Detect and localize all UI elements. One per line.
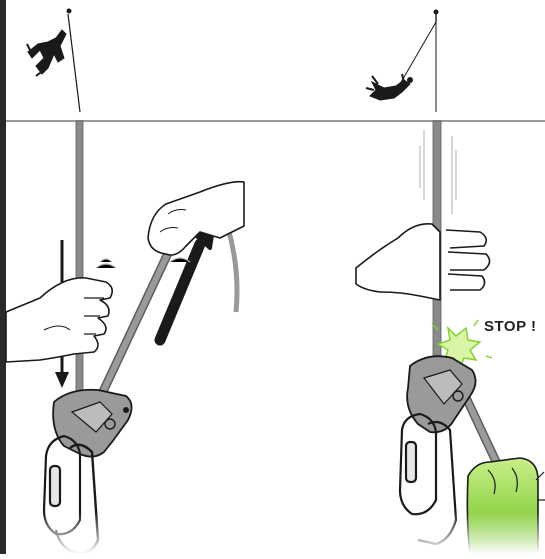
left-border [0,0,6,554]
rope-climber-side [75,120,84,422]
falling-climber-silhouette [365,73,413,101]
motion-lines-rope [419,130,457,214]
rope-brake-strand [97,229,181,401]
right-scene [355,9,545,556]
motion-lines-left [95,257,191,269]
rope-slack [225,227,240,313]
pulling-hand [147,180,245,256]
bottom-fade [6,512,545,554]
belay-device-right [406,355,477,434]
belay-device [52,388,133,458]
anchor-bolt-right [433,9,439,15]
belay-hand [5,277,114,363]
anchor-bolt [66,8,72,14]
guide-hand-right [355,222,491,301]
climber-silhouette [26,8,81,113]
stop-label: STOP ! [484,318,537,335]
left-scene [5,8,245,556]
